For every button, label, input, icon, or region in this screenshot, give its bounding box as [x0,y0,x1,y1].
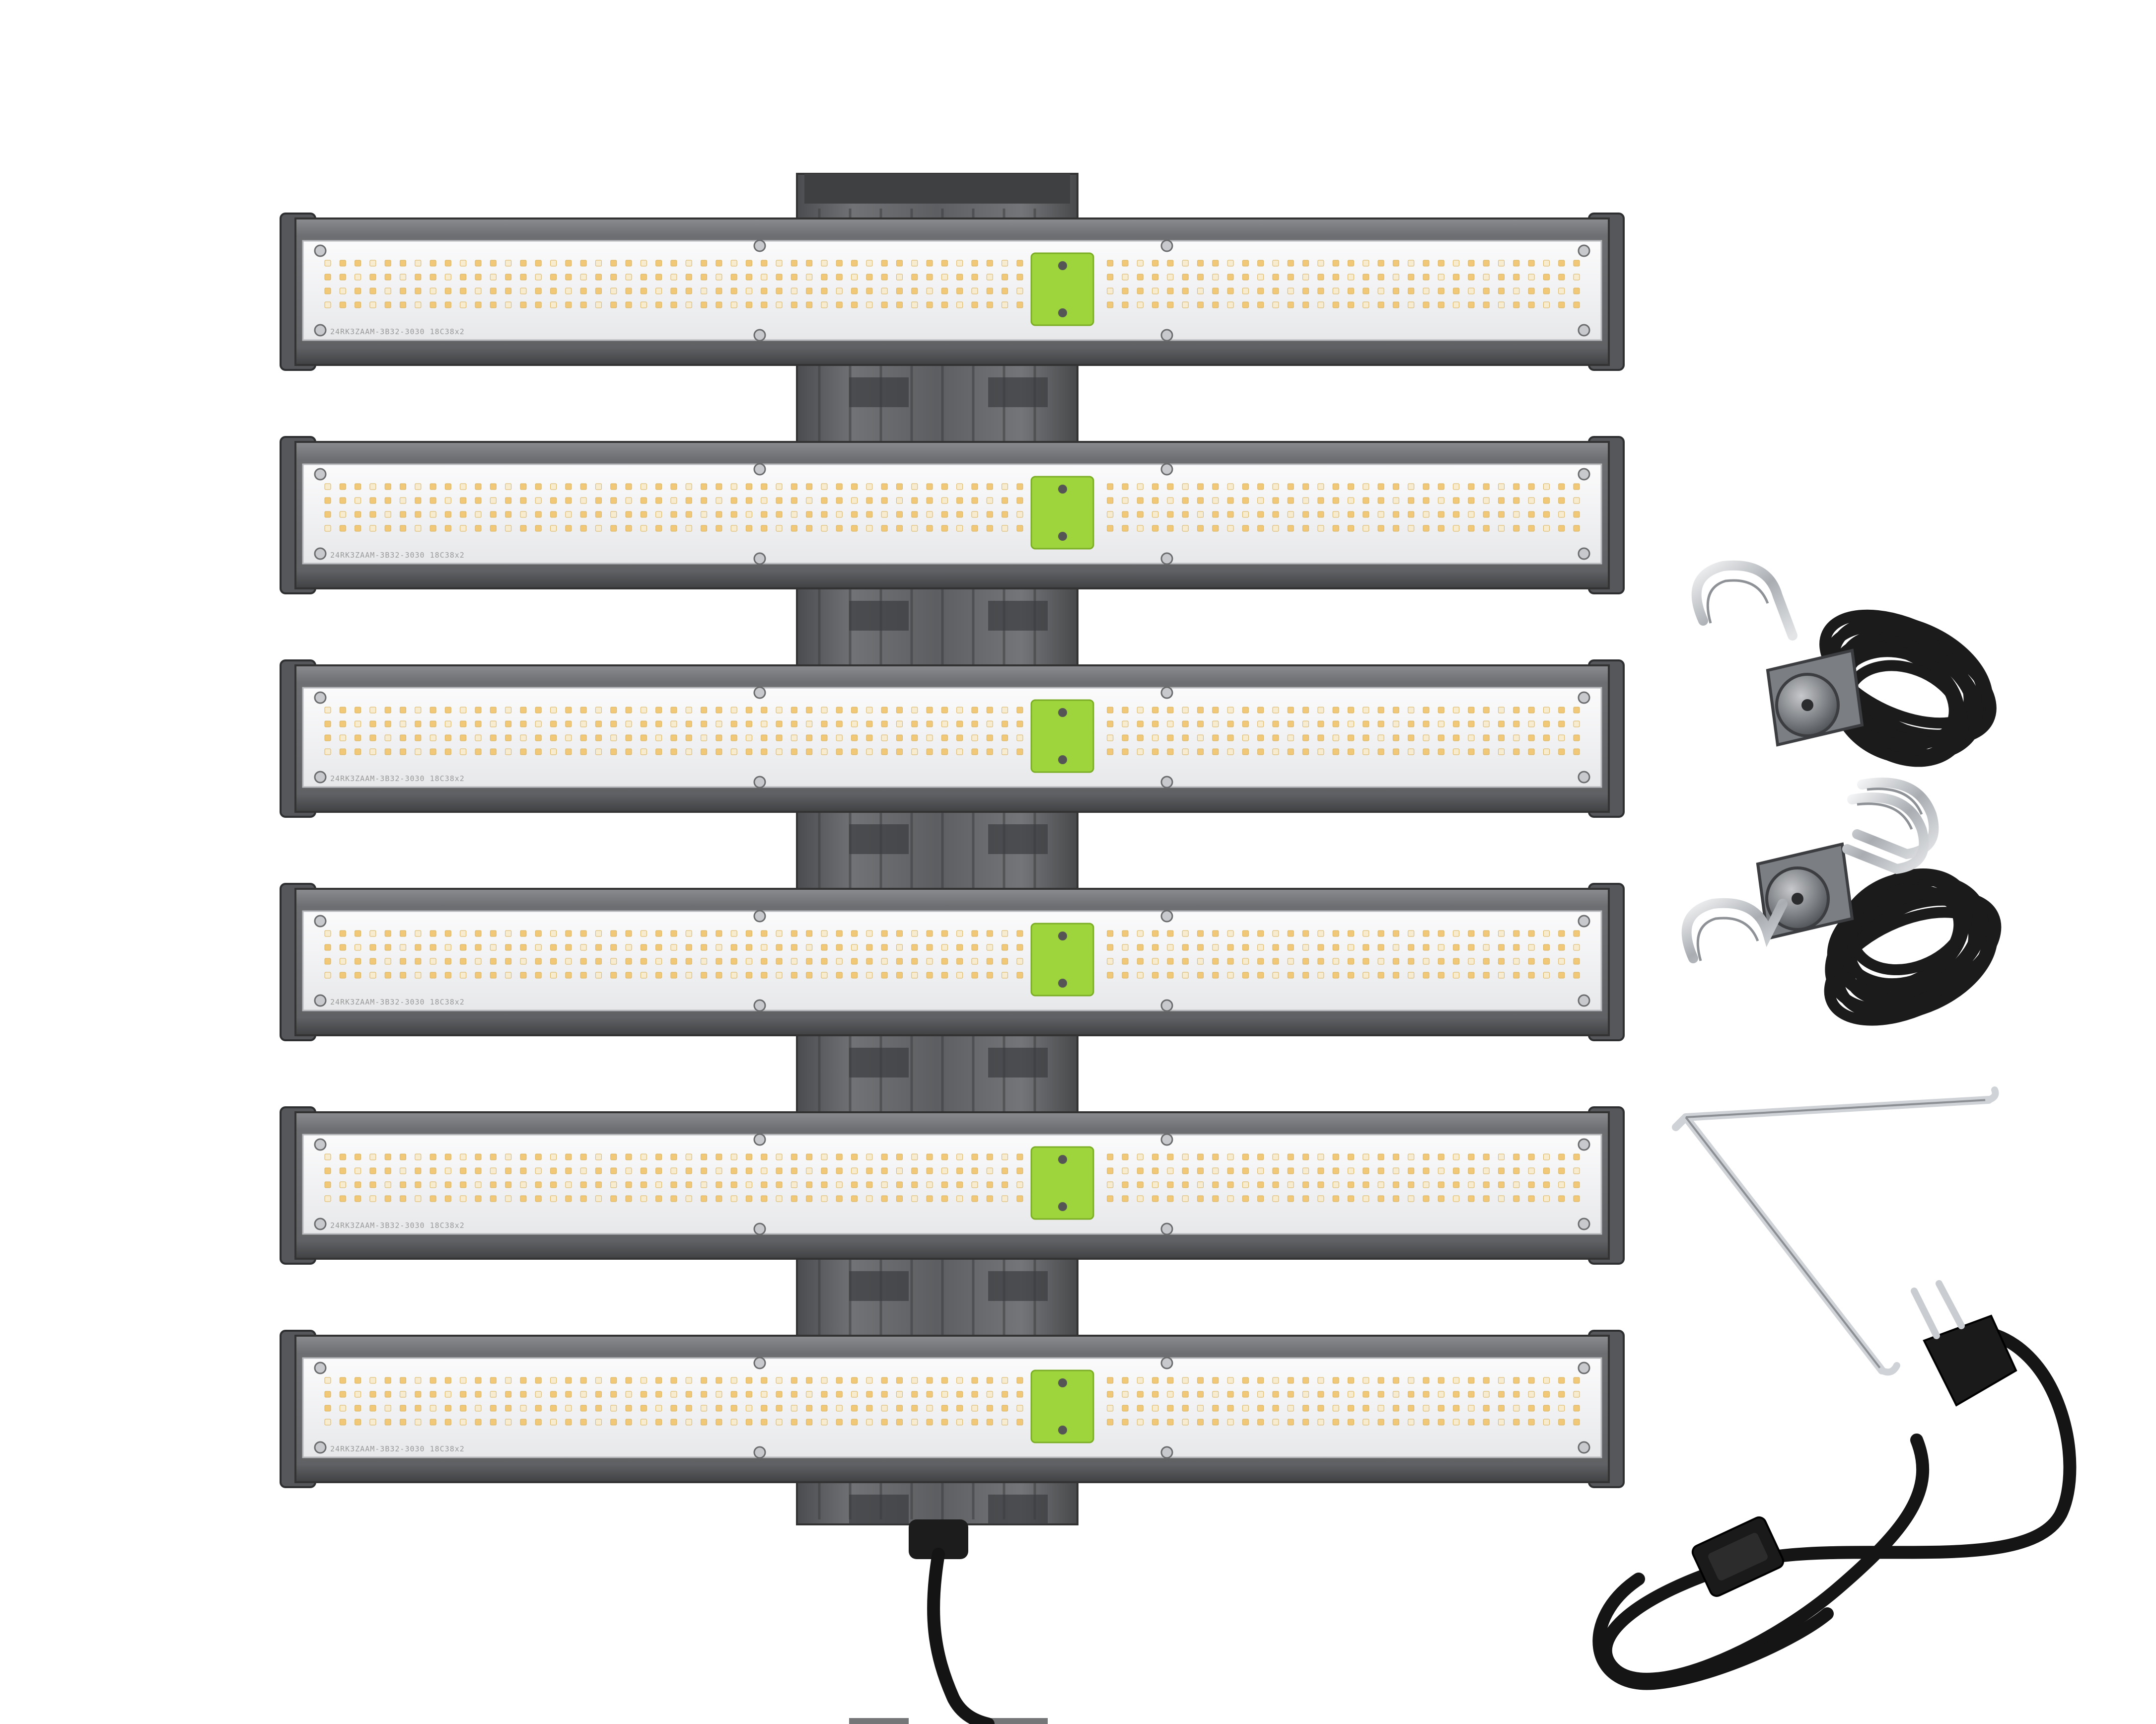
rope-ratchet-icon [1681,792,2002,1026]
light-bar: 24RK3ZAAM-3B32-3030 18C38x2 [280,883,1625,1041]
screw-icon [314,244,327,257]
bar-marking-text: 24RK3ZAAM-3B32-3030 18C38x2 [330,1444,465,1453]
screw-icon [1578,244,1590,257]
screw-icon [1578,547,1590,560]
power-cord-icon [1592,1280,2077,1690]
screw-icon [1160,999,1173,1012]
connector-badge [1030,1146,1094,1220]
bar-marking-text: 24RK3ZAAM-3B32-3030 18C38x2 [330,551,465,560]
screw-icon [753,776,766,789]
screw-icon [1058,1426,1067,1435]
screw-icon [1578,771,1590,784]
screw-icon [1578,468,1590,481]
screw-icon [314,691,327,704]
screw-icon [1160,910,1173,923]
led-array [324,707,1580,755]
screw-icon [314,468,327,481]
wire-hook-icon [1672,1086,1999,1376]
bar-marking-text: 24RK3ZAAM-3B32-3030 18C38x2 [330,774,465,783]
screw-icon [1058,532,1067,541]
screw-icon [1160,239,1173,252]
screw-icon [1160,463,1173,476]
screw-icon [753,463,766,476]
screw-icon [314,324,327,337]
screw-icon [1058,1155,1067,1164]
screw-icon [1058,1202,1067,1211]
light-bar: 24RK3ZAAM-3B32-3030 18C38x2 [280,1330,1625,1488]
screw-icon [753,329,766,342]
screw-icon [1578,324,1590,337]
screw-icon [314,915,327,928]
screw-icon [1578,1218,1590,1230]
connector-badge [1030,923,1094,997]
screw-icon [753,239,766,252]
screw-icon [1160,552,1173,565]
screw-icon [1160,1222,1173,1235]
led-array [324,930,1580,979]
screw-icon [1160,1133,1173,1146]
screw-icon [753,1446,766,1459]
screw-icon [753,1357,766,1369]
rope-ratchet-icon [1691,560,1997,860]
light-bar: 24RK3ZAAM-3B32-3030 18C38x2 [280,1106,1625,1265]
screw-icon [753,1133,766,1146]
bar-marking-text: 24RK3ZAAM-3B32-3030 18C38x2 [330,327,465,336]
led-array [324,260,1580,308]
screw-icon [1160,1446,1173,1459]
screw-icon [1578,994,1590,1007]
led-array [324,1153,1580,1202]
bar-marking-text: 24RK3ZAAM-3B32-3030 18C38x2 [330,998,465,1006]
screw-icon [1578,1362,1590,1374]
screw-icon [753,999,766,1012]
screw-icon [1058,708,1067,717]
connector-badge [1030,699,1094,773]
screw-icon [314,1362,327,1374]
screw-icon [1578,1441,1590,1454]
connector-badge [1030,252,1094,326]
screw-icon [1058,755,1067,764]
fixture-power-cable [909,1519,995,1724]
screw-icon [753,686,766,699]
screw-icon [1578,691,1590,704]
screw-icon [1058,979,1067,988]
connector-badge [1030,476,1094,550]
screw-icon [1578,1138,1590,1151]
screw-icon [314,1218,327,1230]
screw-icon [753,552,766,565]
screw-icon [314,547,327,560]
screw-icon [753,910,766,923]
bar-marking-text: 24RK3ZAAM-3B32-3030 18C38x2 [330,1221,465,1230]
screw-icon [1578,915,1590,928]
screw-icon [314,771,327,784]
light-bar: 24RK3ZAAM-3B32-3030 18C38x2 [280,213,1625,371]
led-array [324,1377,1580,1426]
connector-badge [1030,1369,1094,1443]
screw-icon [1058,485,1067,494]
screw-icon [314,1441,327,1454]
screw-icon [1160,776,1173,789]
screw-icon [753,1222,766,1235]
screw-icon [1058,932,1067,940]
screw-icon [1058,1378,1067,1387]
screw-icon [1160,329,1173,342]
screw-icon [1160,686,1173,699]
screw-icon [1058,261,1067,270]
light-bar: 24RK3ZAAM-3B32-3030 18C38x2 [280,659,1625,818]
screw-icon [314,1138,327,1151]
screw-icon [314,994,327,1007]
central-spine [796,173,1078,1724]
screw-icon [1160,1357,1173,1369]
screw-icon [1058,308,1067,317]
light-bar: 24RK3ZAAM-3B32-3030 18C38x2 [280,436,1625,594]
led-array [324,483,1580,532]
